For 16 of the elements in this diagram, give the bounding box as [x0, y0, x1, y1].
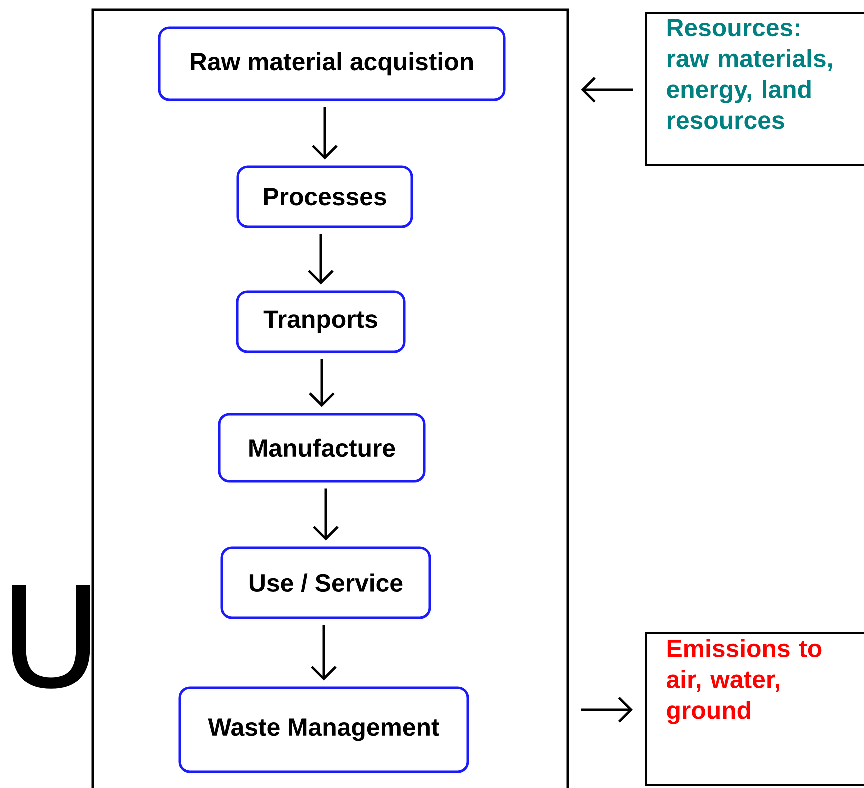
output-box: Emissions to air, water, ground	[645, 632, 864, 786]
arrow	[581, 77, 633, 103]
process-box: Use / Service	[220, 546, 432, 620]
arrow	[311, 625, 337, 681]
process-box: Waste Management	[178, 686, 470, 774]
big-letter: U	[12, 585, 90, 689]
arrow	[309, 359, 335, 408]
arrow	[581, 697, 633, 723]
process-box: Manufacture	[218, 413, 426, 483]
process-box: Processes	[236, 166, 414, 228]
arrow	[308, 234, 334, 285]
process-box: Tranports	[236, 290, 406, 354]
arrow	[313, 488, 339, 541]
process-box: Raw material acquistion	[158, 26, 506, 102]
arrow	[312, 107, 338, 160]
input-box: Resources: raw materials, energy, land resources	[645, 12, 864, 166]
